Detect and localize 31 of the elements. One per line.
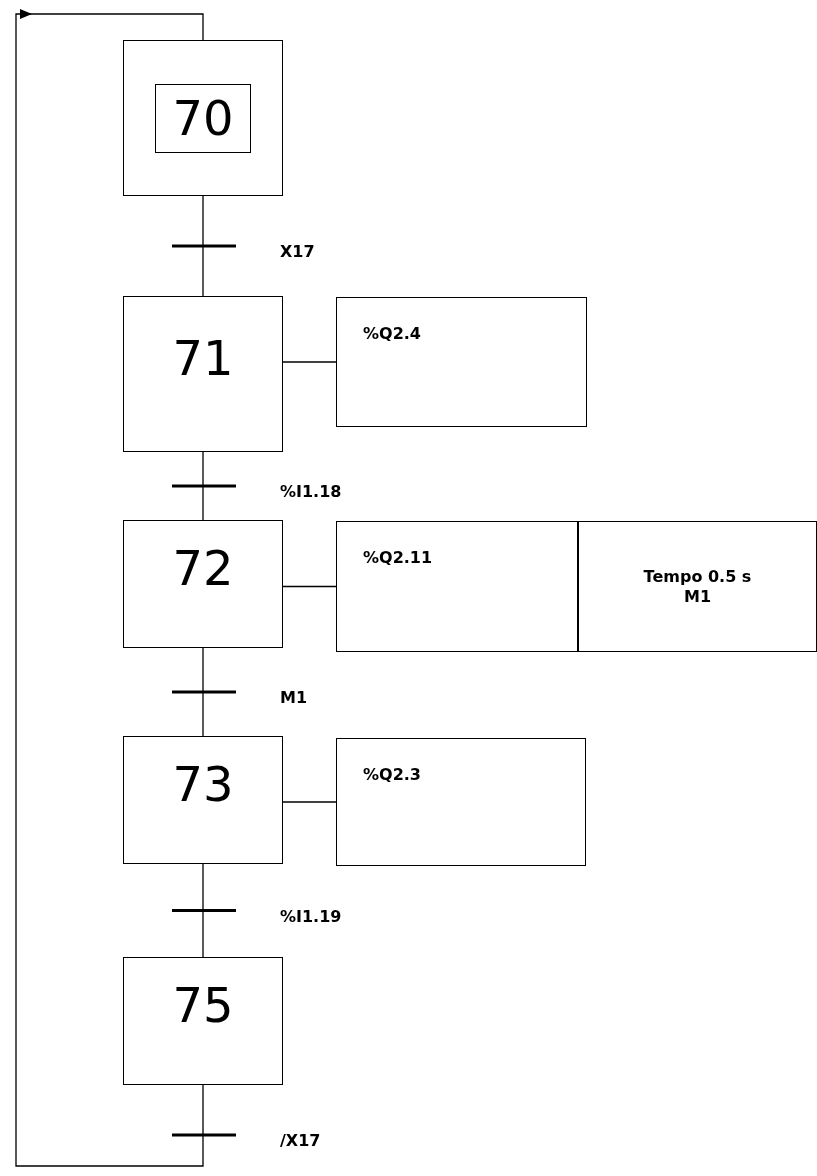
step-number: 71 xyxy=(172,334,234,382)
connector-line xyxy=(282,801,337,803)
step-box xyxy=(123,957,283,1085)
connector-line xyxy=(282,361,337,363)
transition-condition: %I1.19 xyxy=(280,908,342,925)
connector-line xyxy=(202,863,204,958)
step-box xyxy=(123,520,283,648)
transition-condition: %I1.18 xyxy=(280,484,342,500)
connector-line xyxy=(202,451,204,521)
action-box xyxy=(336,521,578,652)
step-number: 70 xyxy=(172,94,234,142)
transition-condition: X17 xyxy=(280,244,315,260)
action-text: Tempo 0.5 s M1 xyxy=(642,566,753,607)
arrow xyxy=(15,9,204,1167)
action-box xyxy=(578,521,817,652)
step-box xyxy=(123,296,283,452)
action-box xyxy=(336,297,587,427)
transition-condition: M1 xyxy=(280,690,308,706)
step-number: 75 xyxy=(172,981,234,1029)
connector-line xyxy=(282,585,337,588)
action-text: %Q2.11 xyxy=(363,548,433,568)
initial-step-box xyxy=(123,40,283,196)
connector-line xyxy=(202,195,204,297)
action-box xyxy=(336,738,586,866)
step-number: 73 xyxy=(172,760,234,808)
step-box xyxy=(123,736,283,864)
transition-condition: /X17 xyxy=(280,1133,321,1149)
connector-line xyxy=(202,647,204,737)
action-text: %Q2.4 xyxy=(363,324,421,344)
action-text: %Q2.3 xyxy=(363,765,421,785)
step-number: 72 xyxy=(172,544,234,592)
